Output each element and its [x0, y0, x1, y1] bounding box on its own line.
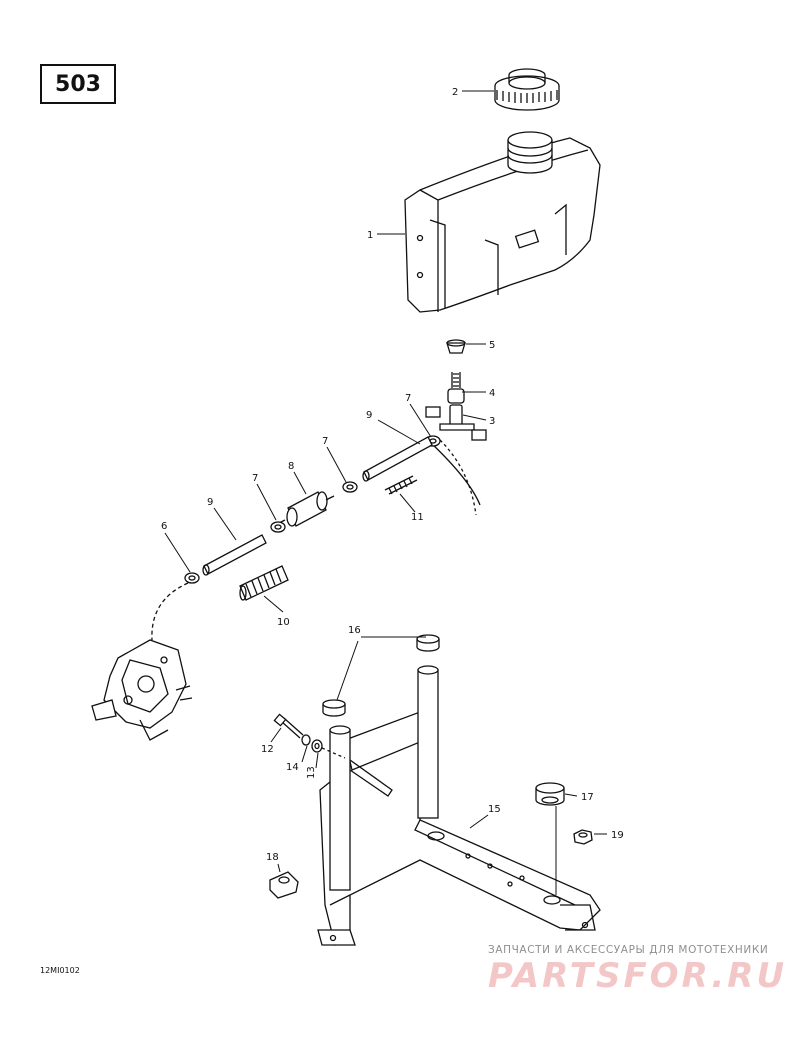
oil-tank	[404, 131, 601, 313]
hose-9-upper	[362, 436, 433, 482]
callout-4: 4	[489, 388, 495, 399]
spring-11	[384, 475, 418, 495]
callout-7-lower: 7	[252, 473, 258, 484]
callout-3: 3	[489, 416, 495, 427]
inline-filter-8	[278, 491, 335, 527]
callout-14: 14	[286, 762, 299, 773]
fitting-4	[447, 372, 465, 404]
spring-10	[239, 565, 289, 601]
callout-7-top: 7	[405, 393, 411, 404]
callout-7-middle: 7	[322, 436, 328, 447]
callout-13: 13	[306, 766, 317, 779]
callout-17: 17	[581, 792, 594, 803]
nut-19	[573, 829, 593, 845]
callout-19: 19	[611, 830, 624, 841]
grommet-17	[535, 782, 565, 806]
callout-11: 11	[411, 512, 424, 523]
washer-13	[311, 739, 323, 753]
clamp-7-lower	[270, 521, 286, 533]
callout-6: 6	[161, 521, 167, 532]
callout-15: 15	[488, 804, 501, 815]
callout-1: 1	[367, 230, 373, 241]
page-number: 503	[55, 71, 101, 97]
callout-9-lower: 9	[207, 497, 213, 508]
callout-10: 10	[277, 617, 290, 628]
watermark-tagline: ЗАПЧАСТИ И АКСЕССУАРЫ ДЛЯ МОТОТЕХНИКИ	[488, 944, 769, 956]
leader-lines	[164, 90, 607, 895]
bolt-12	[273, 713, 304, 739]
bracket-15	[317, 665, 601, 946]
grommet-5	[446, 339, 466, 354]
callout-2: 2	[452, 87, 458, 98]
callout-16: 16	[348, 625, 361, 636]
hose-9-lower	[202, 534, 267, 576]
watermark-brand: PARTSFOR.RU	[488, 956, 788, 996]
callout-9-upper: 9	[366, 410, 372, 421]
callout-5: 5	[489, 340, 495, 351]
washer-14	[301, 734, 311, 746]
drawing-code: 12MI0102	[40, 966, 80, 975]
callout-12: 12	[261, 744, 274, 755]
oil-pump	[91, 639, 193, 741]
grommet-16-lower	[322, 699, 346, 717]
clip-18	[269, 871, 299, 899]
callout-18: 18	[266, 852, 279, 863]
page-number-box: 503	[40, 64, 116, 104]
hose-route-line	[151, 582, 189, 641]
clamp-6	[184, 572, 200, 584]
t-fitting-3	[425, 404, 487, 516]
callout-8: 8	[288, 461, 294, 472]
clamp-7-mid	[342, 481, 358, 493]
fuel-tank-cap	[494, 68, 560, 111]
